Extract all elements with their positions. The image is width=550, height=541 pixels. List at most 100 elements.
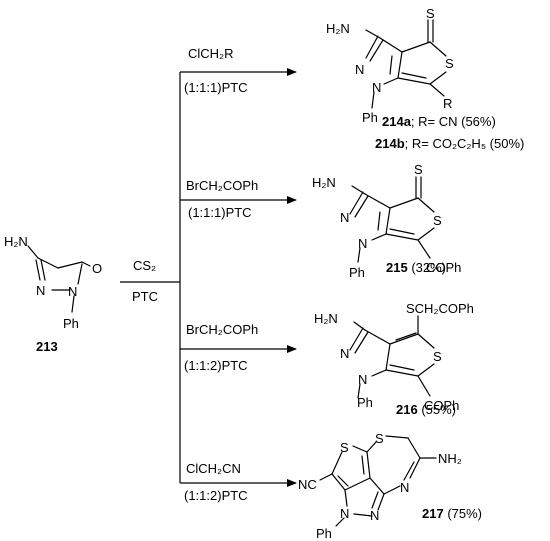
bond [389,333,419,345]
ph-label: Ph [316,526,332,541]
bond [383,485,401,495]
compound-216: H₂N SCH₂COPh S COPh N N Ph 216 (55%) [314,301,474,417]
bond [377,493,385,511]
bond [27,245,39,259]
n-label: N [370,508,379,523]
thione-s-label: S [426,6,435,21]
compound-213: H₂N N N O Ph 213 [4,234,102,354]
compound-214: H₂N S S R N N Ph 214a; R= CN (56%) 214b;… [326,6,524,151]
ph-label: Ph [349,265,365,280]
bond [40,259,46,281]
compound-216-label: 216 (55%) [396,402,456,417]
diazepine-s-label: S [375,431,384,446]
bond [385,435,409,439]
branch-3-conditions: (1:1:2)PTC [184,358,248,373]
bond [389,197,419,209]
bond [389,55,393,75]
bond [429,41,447,57]
bond [407,437,421,459]
branch-4-conditions: (1:1:2)PTC [184,488,248,503]
reaction-connector: CS₂ PTC [120,68,297,487]
ph-label: Ph [63,316,79,331]
n-label: N [68,284,77,299]
compound-217: S S NH₂ N NC N N Ph 217 (75%) [298,431,482,541]
bond [369,39,384,62]
bond [369,477,385,495]
cooph-label: COPh [426,260,461,275]
n-label: N [358,236,367,251]
bond [397,77,431,85]
bond [385,233,419,241]
bond [335,517,345,527]
bond [417,227,435,241]
nh2-label: H₂N [326,21,350,36]
n-label: N [358,372,367,387]
ring-s-label: S [433,213,442,228]
branch-2-reagent: BrCH₂COPh [186,178,258,193]
imine-n-label: N [400,480,409,495]
bond [371,369,387,377]
bond [401,41,431,53]
bond [349,191,364,215]
bond [57,261,83,269]
bond [385,343,391,371]
nh2-label: NH₂ [438,451,462,466]
bond [417,375,431,397]
reagent-label: CS₂ [133,258,156,273]
bond [417,197,435,213]
compound-214a-label: 214a; R= CN (56%) [382,114,496,129]
ph-label: Ph [357,395,373,410]
bond [71,295,75,313]
n-label: N [36,283,45,298]
n-label: N [340,346,349,361]
bond [319,473,333,481]
bond [357,383,361,399]
bond [401,72,427,79]
bond [385,369,419,377]
compound-215-label: 215 (32%) [386,260,446,275]
bond [353,321,366,331]
bond [429,83,445,97]
nh2-label: H₂N [4,234,28,249]
compound-id: 213 [36,339,58,354]
bond [365,35,379,59]
bond [354,331,369,354]
bond [409,457,421,479]
bond [385,207,391,235]
ring-s-label: S [445,56,454,71]
bond [417,333,435,349]
bond [331,473,346,491]
bond [364,329,391,345]
bond [377,211,381,231]
bond [417,363,435,377]
branch-3-reagent: BrCH₂COPh [186,322,258,337]
thiophene-s-label: S [340,440,349,455]
bond [344,477,371,491]
bond [331,451,343,475]
branch-2-conditions: (1:1:1)PTC [188,205,252,220]
bond [389,228,415,235]
ring-s-label: S [433,349,442,364]
bond [77,263,83,285]
substituent-label: SCH₂COPh [406,301,474,316]
o-label: O [92,261,102,276]
nh2-label: H₂N [314,311,338,326]
branch-1-conditions: (1:1:1)PTC [184,80,248,95]
bond [379,37,403,53]
bond [351,185,366,195]
n-label: N [355,62,364,77]
branch-4-reagent: ClCH₂CN [186,461,241,476]
bond [352,445,368,453]
bond [365,29,381,39]
bond [354,195,369,218]
thione-s-label: S [414,162,423,177]
bond [397,51,403,79]
bond [417,239,431,259]
bond [403,461,415,481]
bond [364,193,391,209]
catalyst-label: PTC [132,289,158,304]
bond [389,364,415,371]
bond [344,489,348,507]
bond [371,91,375,109]
